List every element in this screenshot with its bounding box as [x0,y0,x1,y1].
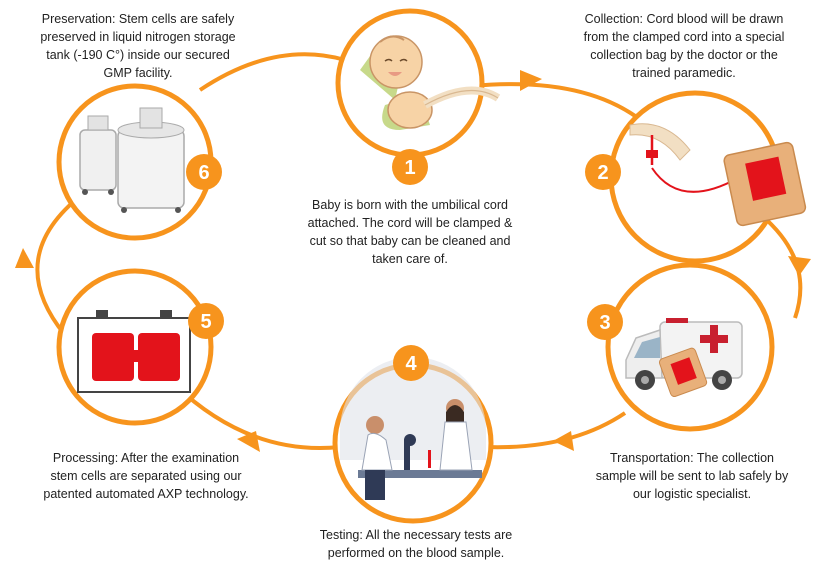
arc-1-to-2 [471,82,640,120]
connector-arrowheads [15,70,811,452]
processing-cassette-icon [77,310,191,393]
step-1-badge [392,149,428,185]
lab-scientists-icon [340,357,486,500]
step-2-number: 2 [597,162,608,184]
step-3-number: 3 [599,312,610,334]
step-3-caption: Transportation: The collection sample wi… [595,451,789,501]
step-5-badge [188,303,224,339]
step-4-number: 4 [405,353,417,375]
blood-collection-bag-icon [629,123,807,227]
arc-6-to-1 [198,52,346,92]
step-1-caption: Baby is born with the umbilical cord att… [307,198,513,266]
arrowhead-4 [237,431,260,452]
ambulance-icon [625,318,743,398]
arrowhead-2 [788,256,811,276]
step-5: 5 [56,268,224,426]
arrowhead-1 [520,70,542,91]
arc-3-to-4 [484,411,627,450]
arc-5-to-6 [35,188,90,337]
step-4-badge [393,345,429,381]
step-4-caption: Testing: All the necessary tests are per… [319,528,513,560]
step-5-number: 5 [200,311,211,333]
step-3: 3 [587,262,775,432]
step-6-badge [186,154,222,190]
step-3-badge [587,304,623,340]
nitrogen-tank-icon [79,107,185,213]
step-1-number: 1 [404,157,415,179]
step-6-caption: Preservation: Stem cells are safely pres… [40,12,236,80]
arc-4-to-5 [173,383,341,450]
baby-icon [360,35,501,130]
step-6: 6 [56,83,222,241]
step-2-badge [585,154,621,190]
arrowhead-5 [15,248,34,268]
step-6-number: 6 [198,162,209,184]
arrowhead-3 [553,431,574,451]
step-5-caption: Processing: After the examination stem c… [43,451,249,501]
step-2: 2 [585,90,807,264]
step-2-caption: Collection: Cord blood will be drawn fro… [583,12,785,80]
step-1: 1 [335,8,501,185]
step-4: 4 [332,345,494,524]
